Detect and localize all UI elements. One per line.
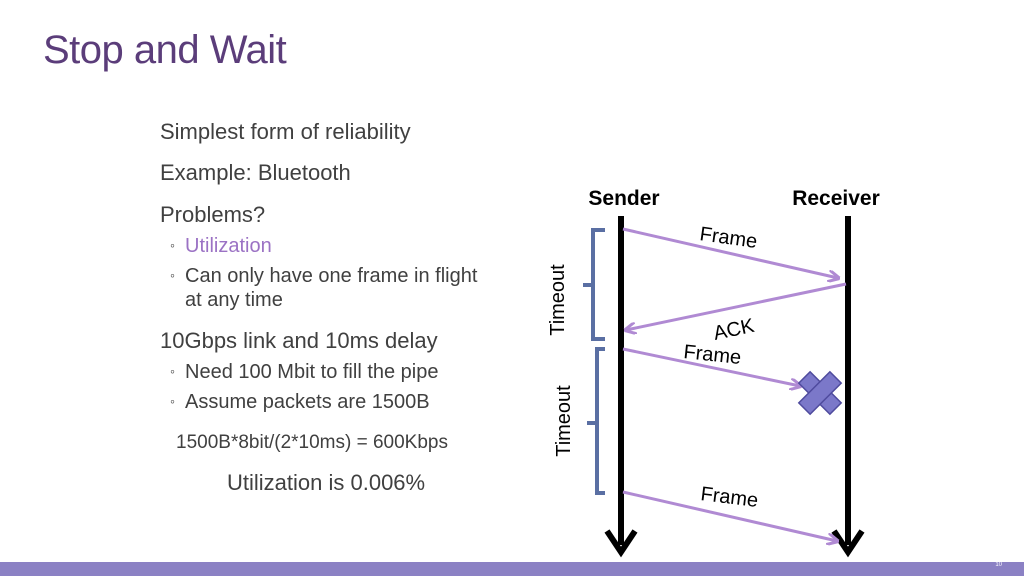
bullet-example: Example: Bluetooth: [160, 160, 351, 185]
ack-label: ACK: [711, 315, 756, 345]
subbullet-text: Utilization: [185, 235, 272, 257]
timeout-bracket-2: [587, 347, 605, 495]
bullet-problems: Problems?: [160, 202, 266, 227]
subbullet-text: Need 100 Mbit to fill the pipe: [185, 361, 439, 383]
bullet-link-delay: 10Gbps link and 10ms delay: [160, 328, 438, 353]
subbullet-fill-pipe: ◦ Need 100 Mbit to fill the pipe: [170, 361, 439, 384]
frame-arrow-3: [622, 490, 837, 541]
bullet-marker: ◦: [170, 237, 175, 253]
bullet-marker: ◦: [170, 393, 175, 409]
frame-label-3: Frame: [699, 483, 759, 512]
subbullet-packet-size: ◦ Assume packets are 1500B: [170, 391, 430, 414]
page-number: 10: [995, 562, 1002, 568]
timeout-label-1: Timeout: [547, 264, 569, 336]
frame-arrow-2: [622, 347, 800, 386]
bullet-marker: ◦: [170, 267, 175, 283]
sender-label: Sender: [588, 187, 659, 210]
sender-timeline: [604, 216, 638, 558]
subbullet-utilization: ◦ Utilization: [170, 235, 272, 258]
timeout-label-2: Timeout: [553, 385, 575, 457]
bullet-marker: ◦: [170, 363, 175, 379]
subbullet-one-frame-cont: at any time: [185, 289, 283, 311]
calculation-text: 1500B*8bit/(2*10ms) = 600Kbps: [176, 432, 448, 453]
ack-arrow: [626, 282, 847, 330]
timeout-bracket-1: [583, 228, 605, 341]
frame-arrow-1: [622, 227, 838, 278]
subbullet-text: Can only have one frame in flight: [185, 265, 478, 287]
subbullet-text: Assume packets are 1500B: [185, 391, 430, 413]
slide-title: Stop and Wait: [43, 28, 287, 72]
footer-bar: [0, 562, 1024, 576]
subbullet-one-frame: ◦ Can only have one frame in flight: [170, 265, 477, 288]
receiver-label: Receiver: [792, 187, 880, 210]
bullet-simplest: Simplest form of reliability: [160, 119, 411, 144]
utilization-result: Utilization is 0.006%: [227, 470, 426, 495]
lost-frame-cross-icon: [797, 370, 843, 416]
